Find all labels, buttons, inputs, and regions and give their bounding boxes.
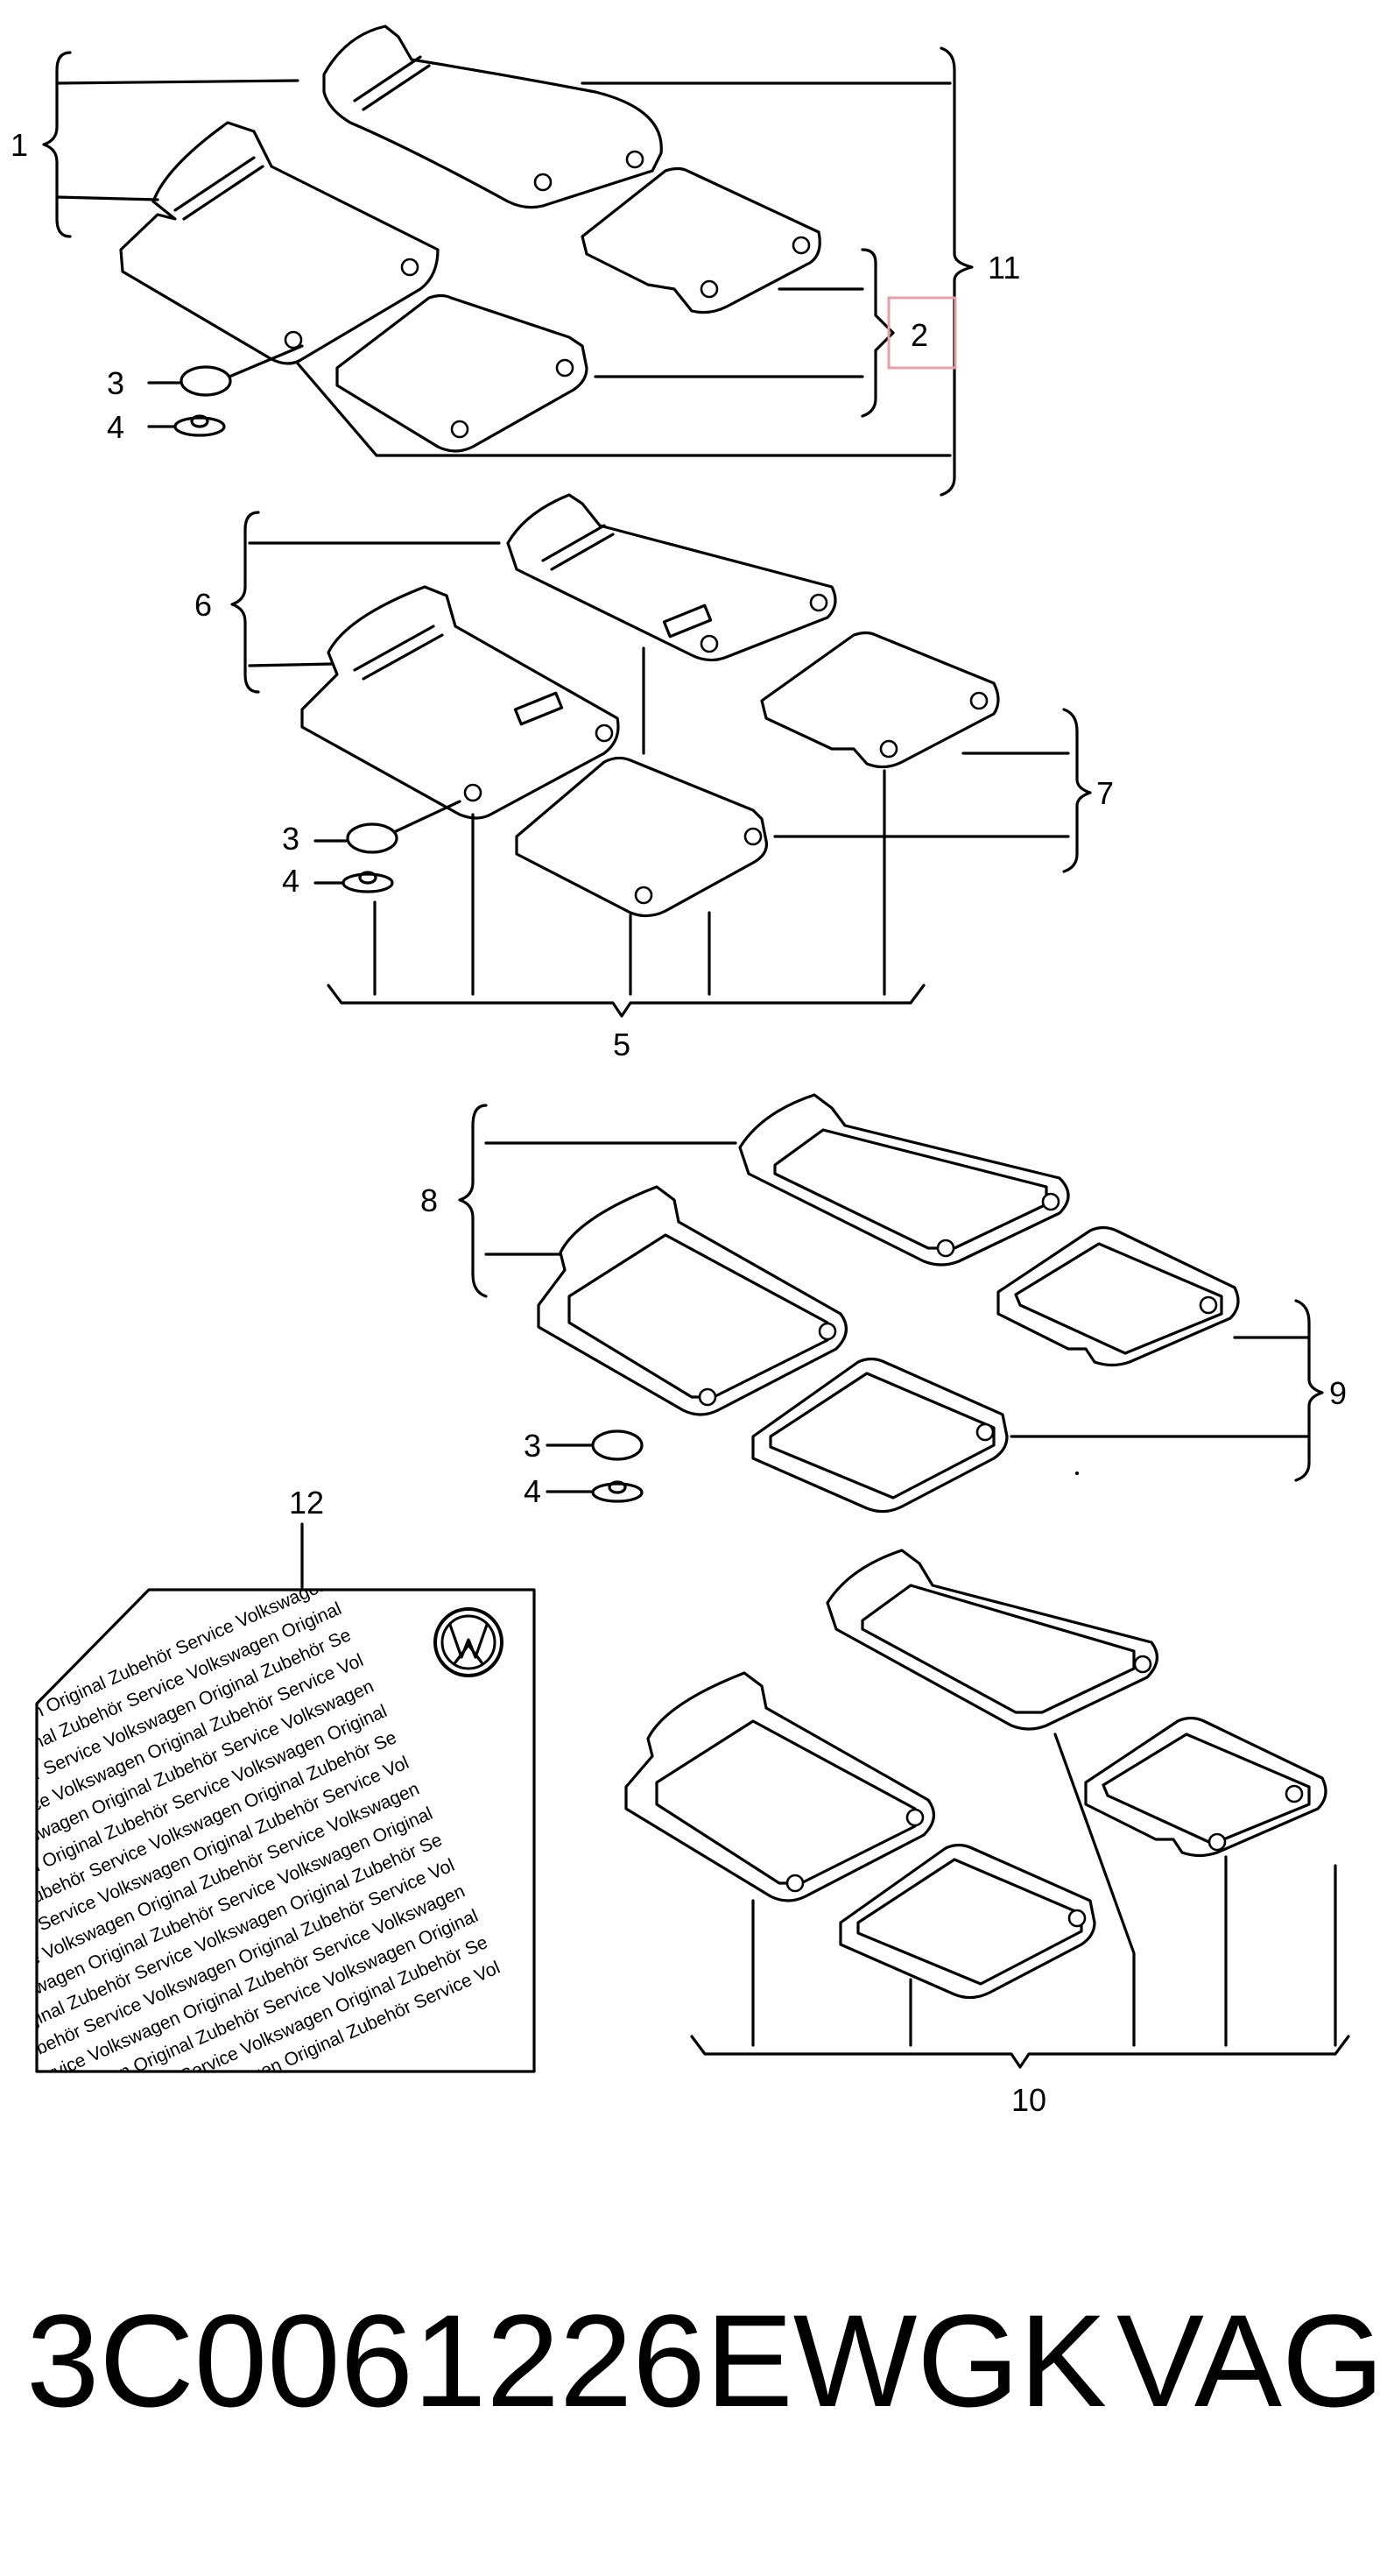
mat-driver-top bbox=[119, 121, 440, 365]
brand-label: VAG bbox=[1116, 2287, 1384, 2434]
mat-front-right-mid bbox=[506, 493, 837, 662]
callout-4-b: 4 bbox=[282, 863, 299, 899]
mat-front-left-mid bbox=[300, 585, 620, 820]
group-rubber-mat-set bbox=[624, 1549, 1350, 2069]
callout-3-a: 3 bbox=[107, 365, 124, 401]
callout-4-c: 4 bbox=[524, 1473, 541, 1509]
callout-12: 12 bbox=[289, 1485, 324, 1521]
mat-rear-right-mid bbox=[760, 631, 1000, 769]
group-rubber-mats bbox=[458, 1093, 1324, 1514]
mat-rear-left-top bbox=[335, 293, 588, 453]
vw-logo-icon bbox=[433, 1607, 503, 1677]
callout-4-a: 4 bbox=[107, 409, 124, 445]
mat-rear-left-mid bbox=[515, 756, 769, 918]
group-middle-textile-mats bbox=[230, 493, 1092, 1018]
callout-9: 9 bbox=[1329, 1375, 1347, 1411]
mat-rear-right-top bbox=[581, 166, 821, 314]
callout-10: 10 bbox=[1011, 2082, 1046, 2118]
callout-6: 6 bbox=[194, 587, 212, 623]
part-number-footer: 3C0061226EWGK VAG bbox=[26, 2286, 1384, 2435]
callout-2: 2 bbox=[911, 317, 928, 353]
callout-5: 5 bbox=[613, 1027, 630, 1062]
accessory-sticker: Service Volkswagen Original Zubehör Serv… bbox=[35, 1522, 536, 2073]
part-number: 3C0061226EWGK bbox=[26, 2287, 1108, 2434]
callout-7: 7 bbox=[1096, 775, 1114, 811]
callout-1: 1 bbox=[11, 127, 28, 163]
group-top-textile-mats bbox=[42, 25, 974, 497]
callout-2-highlight bbox=[887, 296, 957, 370]
callout-8: 8 bbox=[420, 1182, 438, 1218]
callout-3-c: 3 bbox=[524, 1428, 541, 1464]
mat-front-left-top bbox=[322, 25, 663, 209]
callout-3-b: 3 bbox=[282, 821, 299, 857]
callout-11: 11 bbox=[988, 250, 1020, 286]
